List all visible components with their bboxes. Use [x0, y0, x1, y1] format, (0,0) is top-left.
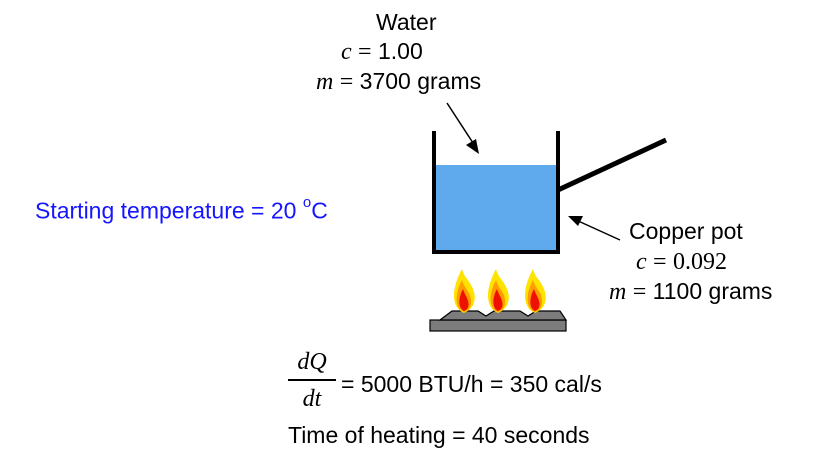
copper-pot-outline [432, 131, 560, 254]
copper-pot-specific-heat: c = 0.092 [636, 248, 727, 275]
water-c-symbol: c [341, 39, 352, 65]
pot-m-value: 1100 grams [652, 278, 773, 304]
flame-middle-icon [488, 269, 509, 313]
pot-c-value: 0.092 [672, 249, 727, 275]
copper-pot-label: Copper pot [629, 218, 743, 244]
water-c-equals: = [358, 39, 372, 65]
burner-nozzles [438, 310, 568, 321]
pot-m-equals: = [632, 279, 647, 305]
heat-rate-fraction: dQ dt [288, 348, 336, 413]
water-m-symbol: m [316, 69, 334, 95]
water-c-value: 1.00 [377, 38, 423, 64]
pot-m-symbol: m [609, 279, 627, 305]
heat-rate-value: = 5000 BTU/h = 350 cal/s [341, 371, 602, 397]
water-fill [436, 165, 556, 251]
temperature-unit: C [311, 197, 328, 224]
pot-handle [556, 137, 668, 193]
pot-c-equals: = [653, 249, 667, 275]
water-label: Water [376, 9, 437, 35]
starting-temperature-label: Starting temperature = 20 [35, 197, 303, 224]
water-mass: m = 3700 grams [316, 68, 481, 95]
pot-c-symbol: c [636, 249, 647, 275]
water-arrow [446, 102, 476, 147]
heat-rate-numerator: dQ [297, 349, 327, 375]
water-specific-heat: c = 1.00 [341, 38, 423, 65]
burner [429, 310, 568, 332]
flame-right-icon [525, 269, 546, 313]
flame-left-icon [454, 269, 475, 313]
heating-time: Time of heating = 40 seconds [288, 422, 590, 448]
fraction-bar [288, 379, 336, 381]
pot-arrowhead [568, 216, 583, 226]
heat-rate-denominator: dt [302, 386, 322, 412]
water-arrowhead [466, 139, 479, 154]
pot-arrow [575, 219, 621, 241]
burner-base [429, 319, 567, 332]
water-m-equals: = [339, 69, 354, 95]
copper-pot-mass: m = 1100 grams [609, 278, 772, 305]
water-m-value: 3700 grams [359, 68, 482, 94]
degree-symbol: o [302, 194, 312, 211]
starting-temperature: Starting temperature = 20 oC [35, 193, 328, 224]
